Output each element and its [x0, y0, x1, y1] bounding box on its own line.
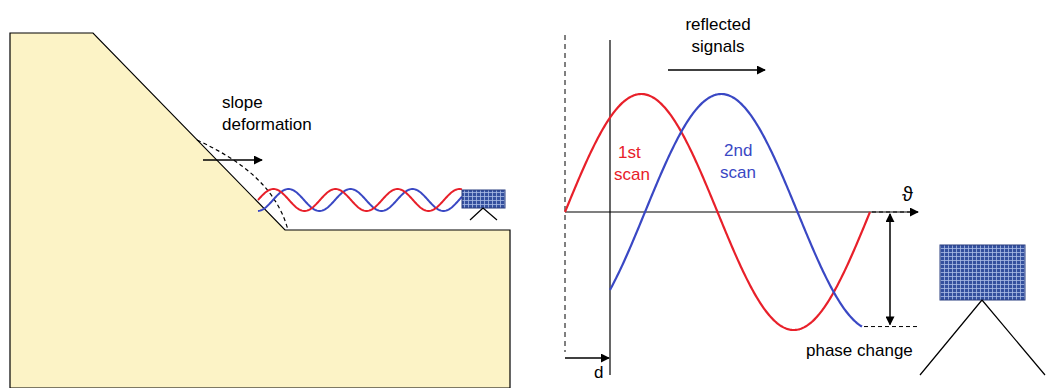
tripod-symbol [470, 208, 497, 220]
second-scan-curve [610, 94, 862, 327]
scan-label: scan [614, 164, 650, 186]
scan-label: 1st [618, 142, 641, 164]
slope-body [10, 33, 510, 388]
radar-symbol [940, 245, 1025, 300]
first-scan-curve [565, 94, 870, 330]
reference-line [565, 35, 566, 352]
annotation-text: reflected signals [668, 14, 768, 58]
direction-arrow [668, 69, 765, 71]
phase-axis [565, 211, 918, 212]
first-scan-wave [258, 189, 462, 211]
second-scan-wave [258, 189, 462, 211]
phase-change-arrow [889, 214, 891, 325]
phase-guide-line [864, 326, 920, 327]
shifted-reference-line [609, 40, 610, 375]
tripod-symbol [920, 300, 1045, 375]
scan-label: 2nd [724, 140, 752, 162]
annotation-text: phase change [806, 340, 913, 362]
phase-guide-line [872, 212, 920, 213]
deformation-curve [197, 140, 288, 230]
deformation-arrow [203, 159, 262, 161]
axis-label: ϑ [902, 183, 913, 205]
signal-curves [565, 94, 920, 330]
signal-waves [258, 189, 462, 211]
annotation-text: slope deformation [222, 92, 332, 136]
scan-label: scan [720, 162, 756, 184]
displacement-arrow [565, 357, 609, 359]
radar-symbol [462, 190, 505, 208]
axis-label: d [594, 362, 603, 384]
